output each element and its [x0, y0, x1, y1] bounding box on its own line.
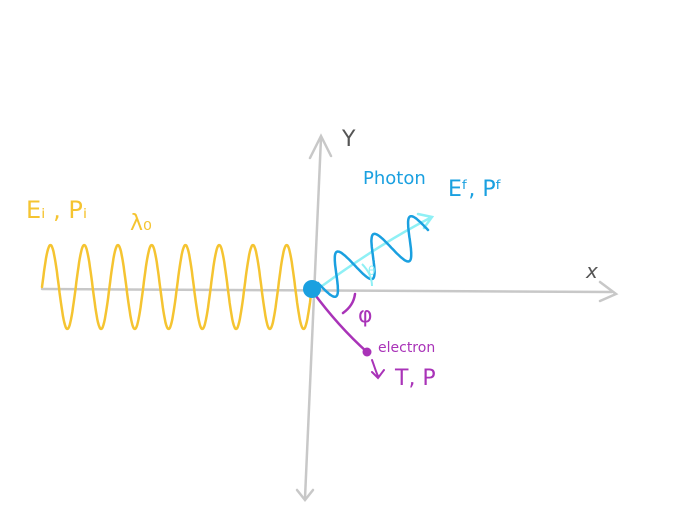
electron-label: electron [378, 340, 435, 356]
phi-angle-label: φ [358, 303, 373, 328]
incoming-photon-wave [40, 243, 314, 331]
y-axis-top-arrowhead [308, 133, 333, 160]
theta-angle-label: θ [368, 264, 375, 278]
incoming-energy-momentum-label: Eᵢ , Pᵢ [26, 196, 87, 224]
photon-final-energy-momentum-label: Eᶠ, Pᶠ [448, 177, 502, 202]
x-axis-label: x [585, 259, 598, 283]
photon-label: Photon [363, 168, 426, 189]
y-axis-line [303, 136, 323, 500]
phi-angle-arc [341, 292, 357, 315]
axes [40, 133, 619, 503]
photon-direction-arrowhead [416, 212, 435, 230]
electron-dot [362, 347, 372, 357]
scattered-photon-wave [316, 214, 430, 299]
electron-final-energy-momentum-label: T, P [394, 366, 436, 391]
photon-direction-arrow [320, 216, 432, 288]
collision-point-dot [303, 280, 321, 298]
wavelength-label: λ₀ [130, 211, 152, 236]
theta-angle-arc [361, 263, 373, 287]
electron-recoil-arrow [371, 359, 385, 380]
electron-direction-line [311, 290, 369, 354]
y-axis-label: Y [341, 127, 356, 152]
x-axis-arrowhead [598, 280, 619, 303]
y-axis-bottom-arrowhead [295, 488, 315, 503]
